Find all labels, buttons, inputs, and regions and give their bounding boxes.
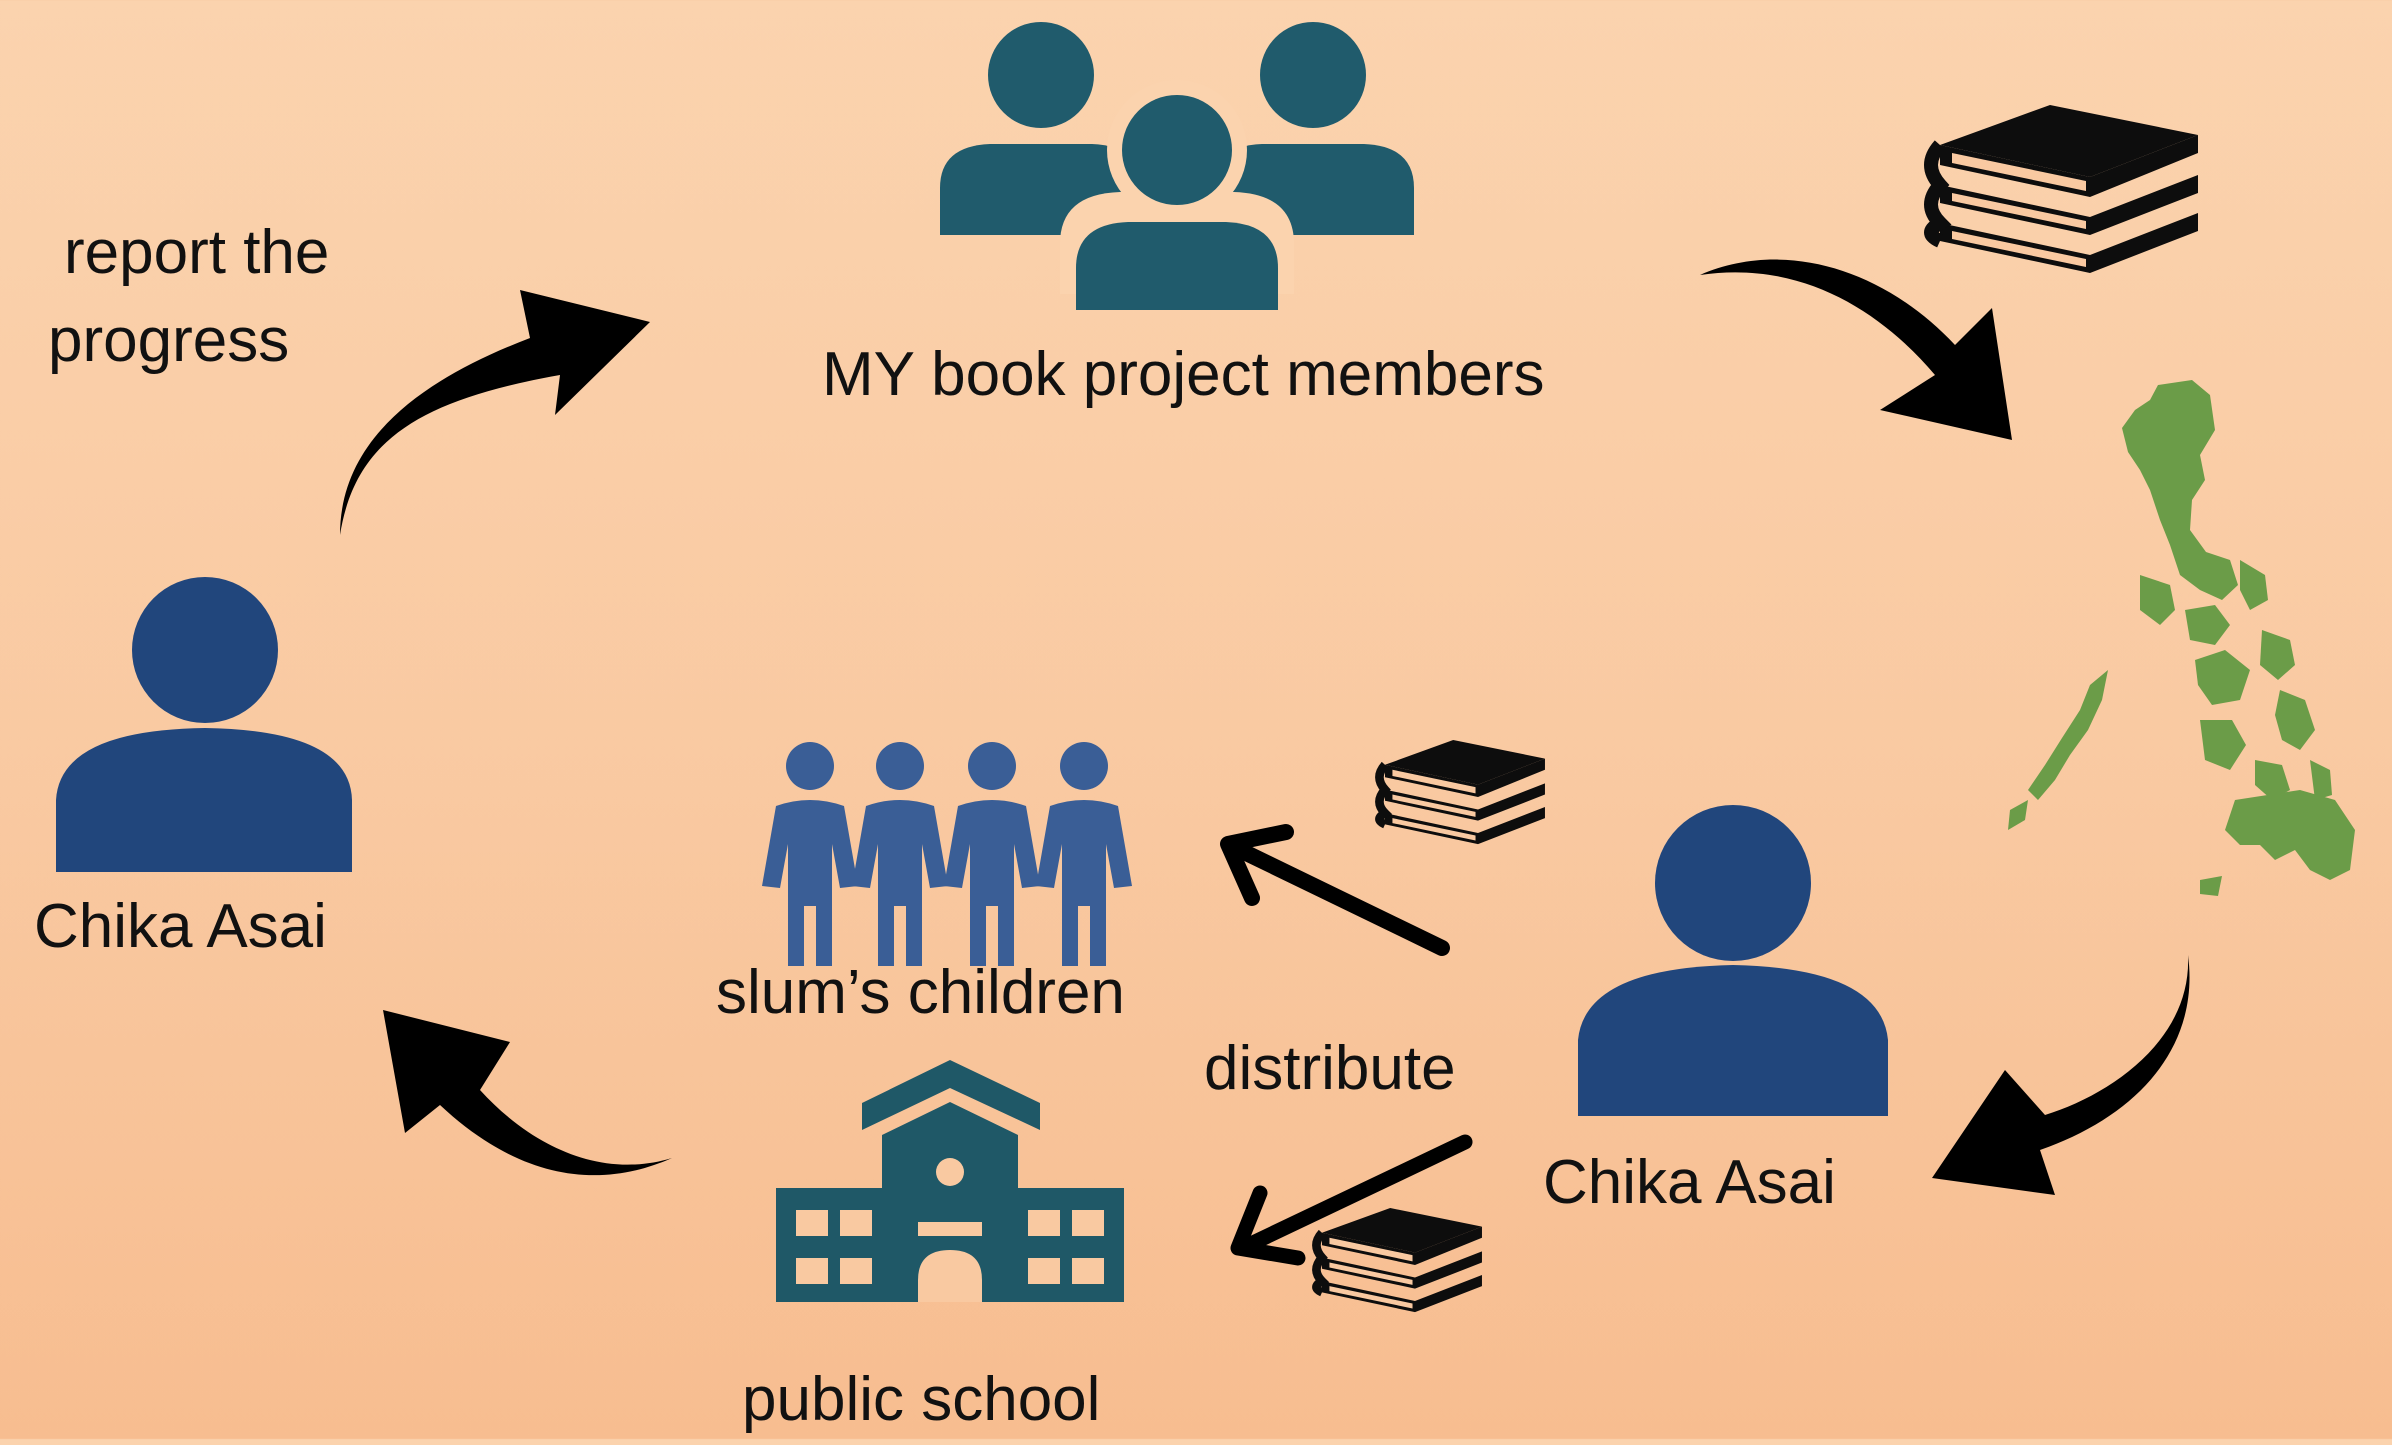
person-icon-left (56, 577, 352, 872)
report-label-line2: progress (48, 306, 290, 375)
distribute-label: distribute (1204, 1034, 1456, 1103)
school-icon (776, 1060, 1124, 1302)
children-icon (762, 742, 1132, 966)
arrow-to-school (1230, 1134, 1473, 1266)
books-icon-middle (1379, 740, 1545, 844)
arrow-to-members (340, 290, 650, 535)
arrow-to-children (1220, 824, 1450, 956)
chika-left-label: Chika Asai (34, 892, 327, 961)
arrow-to-philippines (1700, 259, 2012, 440)
members-label: MY book project members (822, 340, 1545, 409)
books-icon-bottom (1316, 1208, 1482, 1312)
public-school-label: public school (742, 1365, 1101, 1434)
slum-children-label: slum’s children (716, 958, 1125, 1027)
report-label-line1: report the (64, 218, 330, 287)
chika-right-label: Chika Asai (1543, 1148, 1836, 1217)
arrow-to-person-right (1932, 955, 2190, 1195)
members-group-icon (940, 22, 1414, 310)
books-icon-top-right (1931, 105, 2198, 273)
person-icon-right (1578, 805, 1888, 1116)
arrow-to-person-left (383, 1010, 672, 1176)
philippines-map-icon (2008, 380, 2355, 896)
